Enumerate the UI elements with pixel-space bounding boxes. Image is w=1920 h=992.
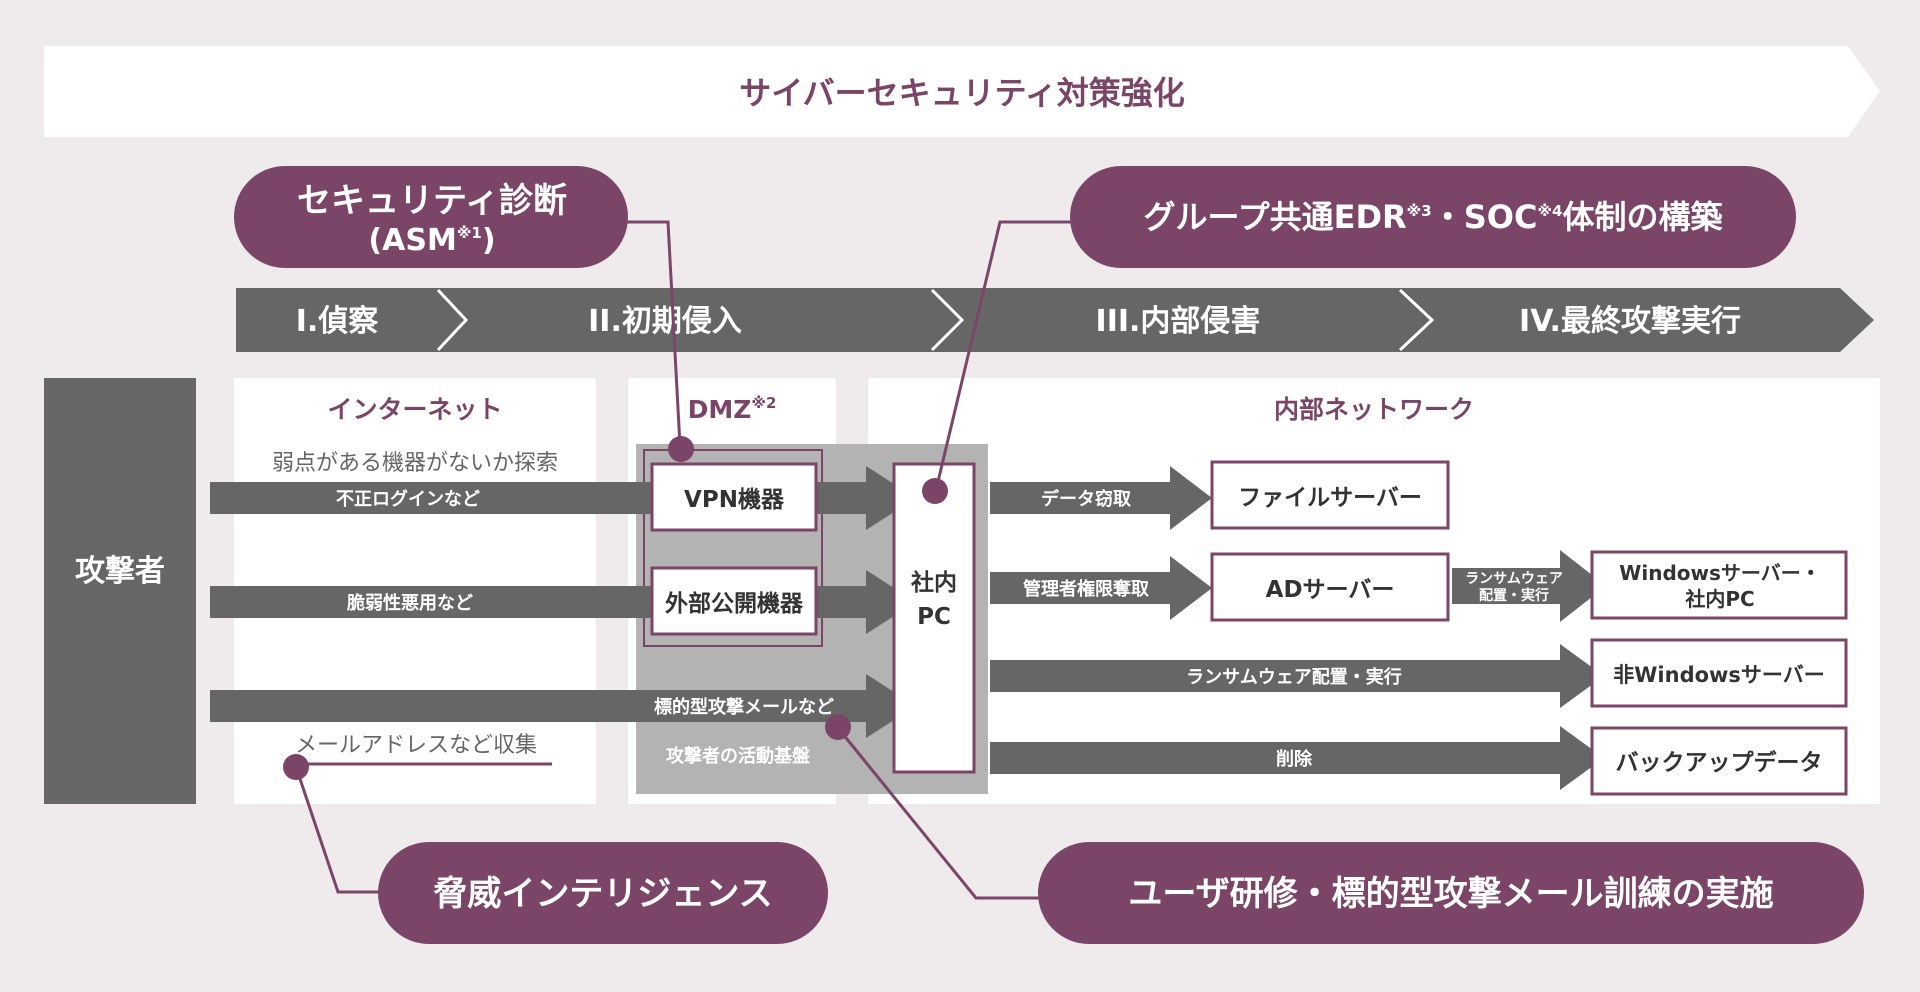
asm-callout-line1: セキュリティ診断: [297, 181, 567, 221]
attack-label-vuln: 脆弱性悪用など: [346, 592, 473, 614]
non-windows-server-box: [1590, 638, 1848, 708]
training-callout: [1038, 842, 1864, 944]
internal-pc-label-2: PC: [917, 604, 951, 630]
arrow-ransom-small: [1452, 550, 1606, 622]
attack-arrow-mail: [210, 674, 916, 738]
phase-initial-access: II.初期侵入: [588, 304, 742, 339]
training-callout-label: ユーザ研修・標的型攻撃メール訓練の実施: [1128, 874, 1773, 914]
dmz-title: DMZ※2: [688, 394, 777, 424]
arrow-admin-takeover-label: 管理者権限奪取: [1023, 578, 1150, 600]
edr-soc-callout: [1070, 166, 1796, 268]
arrow-delete-label: 削除: [1276, 748, 1313, 770]
attack-label-login: 不正ログインなど: [336, 488, 480, 510]
arrow-data-theft: [990, 466, 1212, 530]
connector-training-dot: [825, 714, 851, 740]
banner-arrow: [44, 46, 1880, 137]
arrow-data-theft-label: データ窃取: [1041, 488, 1132, 510]
internal-title: 内部ネットワーク: [1274, 395, 1474, 424]
phase-recon: I.偵察: [296, 304, 380, 339]
vpn-device-box: [650, 462, 818, 532]
phase-divider-1: [436, 288, 469, 352]
collect-text: メールアドレスなど収集: [295, 733, 537, 758]
threat-intel-callout: [378, 842, 828, 944]
public-device-box: [650, 566, 818, 636]
windows-server-label-2: 社内PC: [1684, 587, 1754, 611]
ransom-small-label-2: 配置・実行: [1479, 587, 1549, 604]
windows-server-label-1: Windowsサーバー・: [1619, 561, 1820, 585]
dmz-device-frame: [643, 449, 823, 647]
file-server-box: [1210, 460, 1450, 530]
threat-intel-callout-label: 脅威インテリジェンス: [433, 874, 772, 914]
connector-asm-dot: [668, 436, 694, 462]
backup-data-label: バックアップデータ: [1616, 749, 1823, 776]
edr-soc-callout-label: グループ共通EDR※3・SOC※4体制の構築: [1144, 198, 1724, 236]
connector-asm: [612, 220, 682, 447]
arrow-ransomware: [990, 644, 1604, 708]
phase-internal: III.内部侵害: [1096, 304, 1261, 339]
backup-data-box: [1590, 726, 1848, 796]
phase-bar: [236, 288, 1874, 352]
phase-final-attack: IV.最終攻撃実行: [1519, 304, 1741, 339]
non-windows-server-label: 非Windowsサーバー: [1613, 663, 1824, 687]
internal-pc-label-1: 社内: [911, 569, 957, 596]
connector-edr: [934, 220, 1074, 491]
phase-divider-3: [1398, 288, 1435, 352]
asm-callout-line2: (ASM※1): [368, 223, 495, 258]
connector-edr-dot: [922, 478, 948, 504]
public-device-label: 外部公開機器: [665, 590, 804, 617]
vpn-device-label: VPN機器: [684, 487, 785, 513]
internal-pc-box: [892, 462, 976, 774]
windows-server-box: [1590, 550, 1848, 620]
banner-title: サイバーセキュリティ対策強化: [739, 74, 1184, 112]
ad-server-label: ADサーバー: [1266, 577, 1395, 603]
arrow-delete: [990, 726, 1604, 790]
connector-threat-intel: [294, 766, 390, 894]
attack-label-mail: 標的型攻撃メールなど: [654, 696, 834, 718]
connector-training: [836, 727, 1040, 900]
asm-callout: [234, 166, 628, 268]
phase-divider-2: [930, 288, 965, 352]
connector-threat-intel-dot: [283, 754, 309, 780]
arrow-ransomware-label: ランサムウェア配置・実行: [1186, 666, 1402, 688]
arrow-admin-takeover: [990, 556, 1212, 620]
internet-title: インターネット: [327, 395, 502, 424]
attacker-box: [44, 378, 196, 804]
ransom-small-label-1: ランサムウェア: [1465, 571, 1563, 587]
ad-server-box: [1210, 552, 1450, 622]
probe-text: 弱点がある機器がないか探索: [272, 451, 558, 476]
attacker-base-label: 攻撃者の活動基盤: [666, 745, 811, 767]
file-server-label: ファイルサーバー: [1238, 485, 1422, 511]
attacker-label: 攻撃者: [75, 554, 165, 589]
